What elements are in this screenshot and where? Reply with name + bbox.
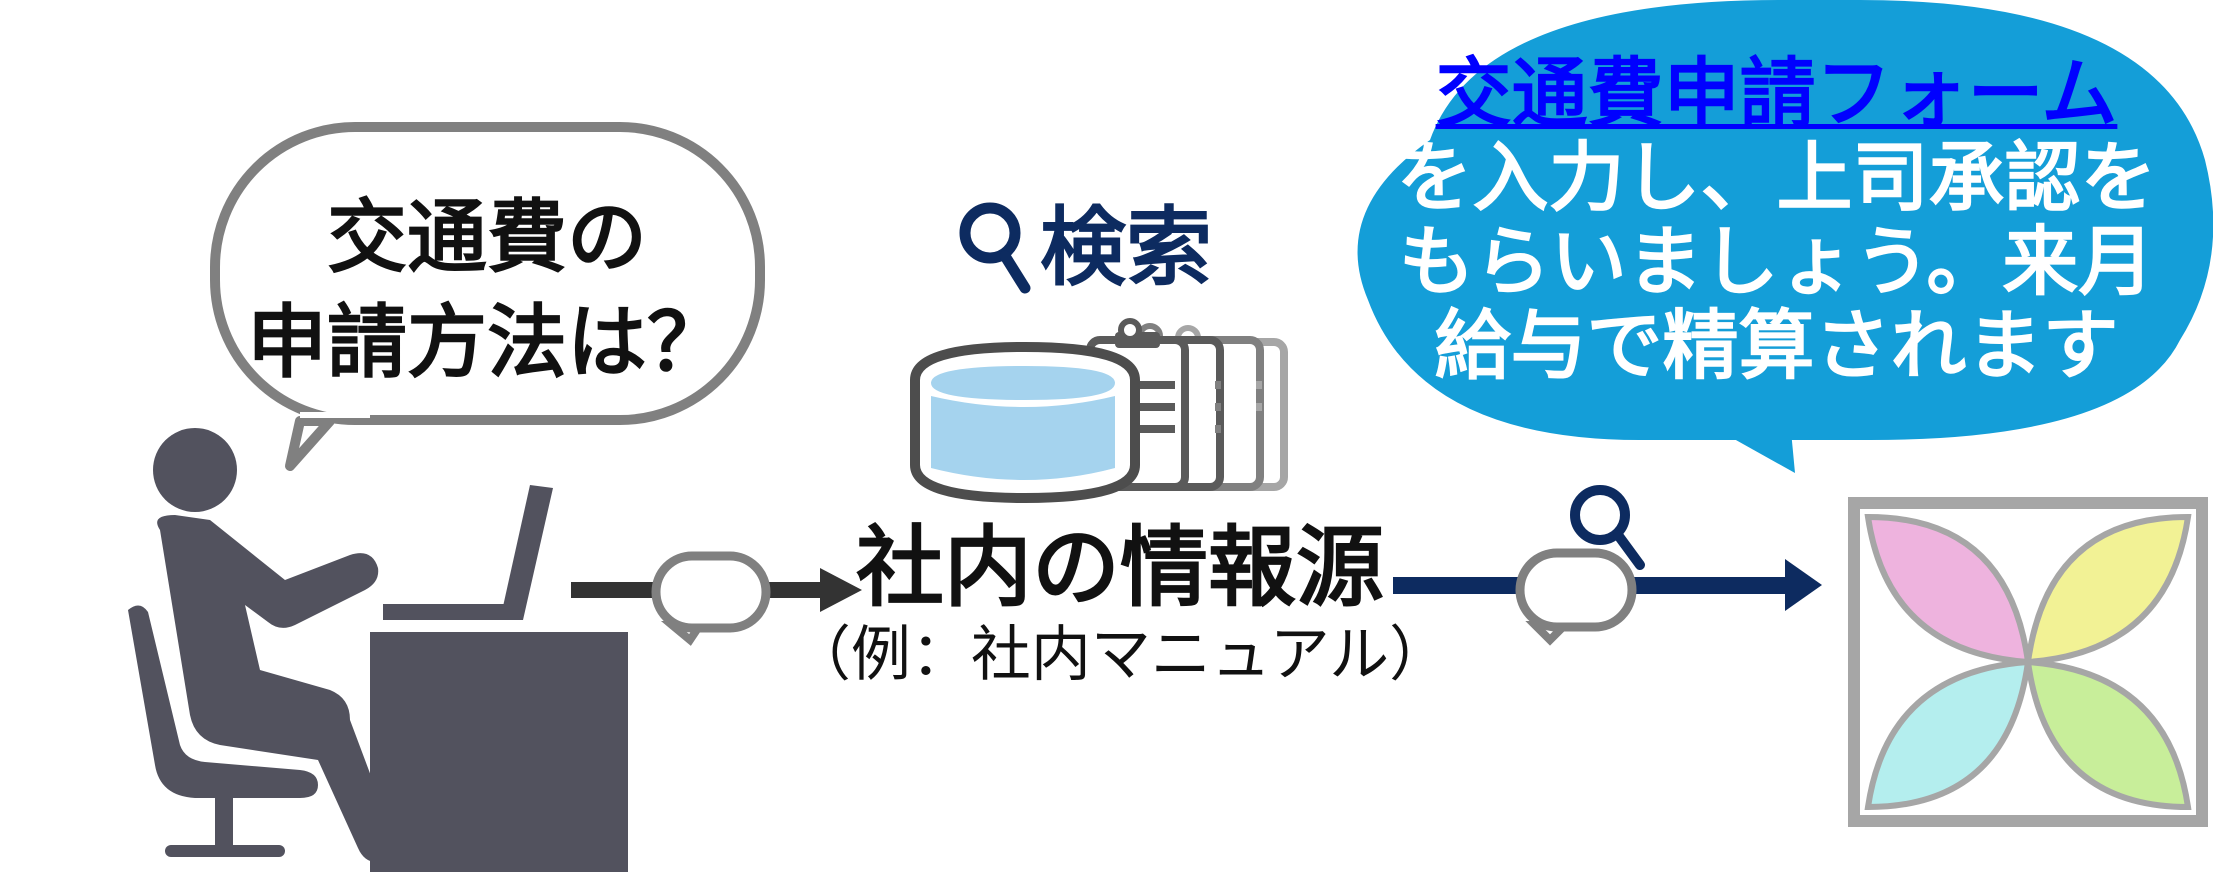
expense-form-link[interactable]: 交通費申請フォーム [1435, 49, 2118, 138]
chat-bubble-icon [651, 551, 771, 646]
search-icon [1570, 485, 1645, 570]
form-logo [1848, 497, 2208, 827]
question-text-line-2: 申請方法は？ [247, 296, 727, 389]
source-labels: 社内の情報源 （例：社内マニュアル） [791, 516, 1449, 689]
source-example: （例：社内マニュアル） [790, 620, 1450, 690]
answer-link-line: 交通費申請フォーム [1340, 52, 2213, 136]
search-label: 検索 [1040, 198, 1212, 298]
arrow-to-form [1393, 485, 1822, 646]
chat-bubble-icon [1515, 548, 1637, 646]
arrow-to-source [571, 551, 862, 646]
person-at-desk-icon [128, 428, 628, 872]
question-text-line-1: 交通費の [327, 191, 647, 284]
answer-line-3: 給与で精算されます [1434, 301, 2119, 390]
answer-text: 交通費申請フォーム を入力し、上司承認を もらいましょう。来月 給与で精算されま… [1340, 52, 2213, 388]
answer-line-2: もらいましょう。来月 [1398, 217, 2155, 306]
question-bubble [210, 122, 765, 471]
answer-bubble [1357, 0, 2213, 473]
search-icon [959, 202, 1031, 294]
database-documents-icon [910, 318, 1288, 504]
answer-line-1: を入力し、上司承認を [1396, 133, 2157, 222]
source-title: 社内の情報源 [855, 516, 1384, 619]
